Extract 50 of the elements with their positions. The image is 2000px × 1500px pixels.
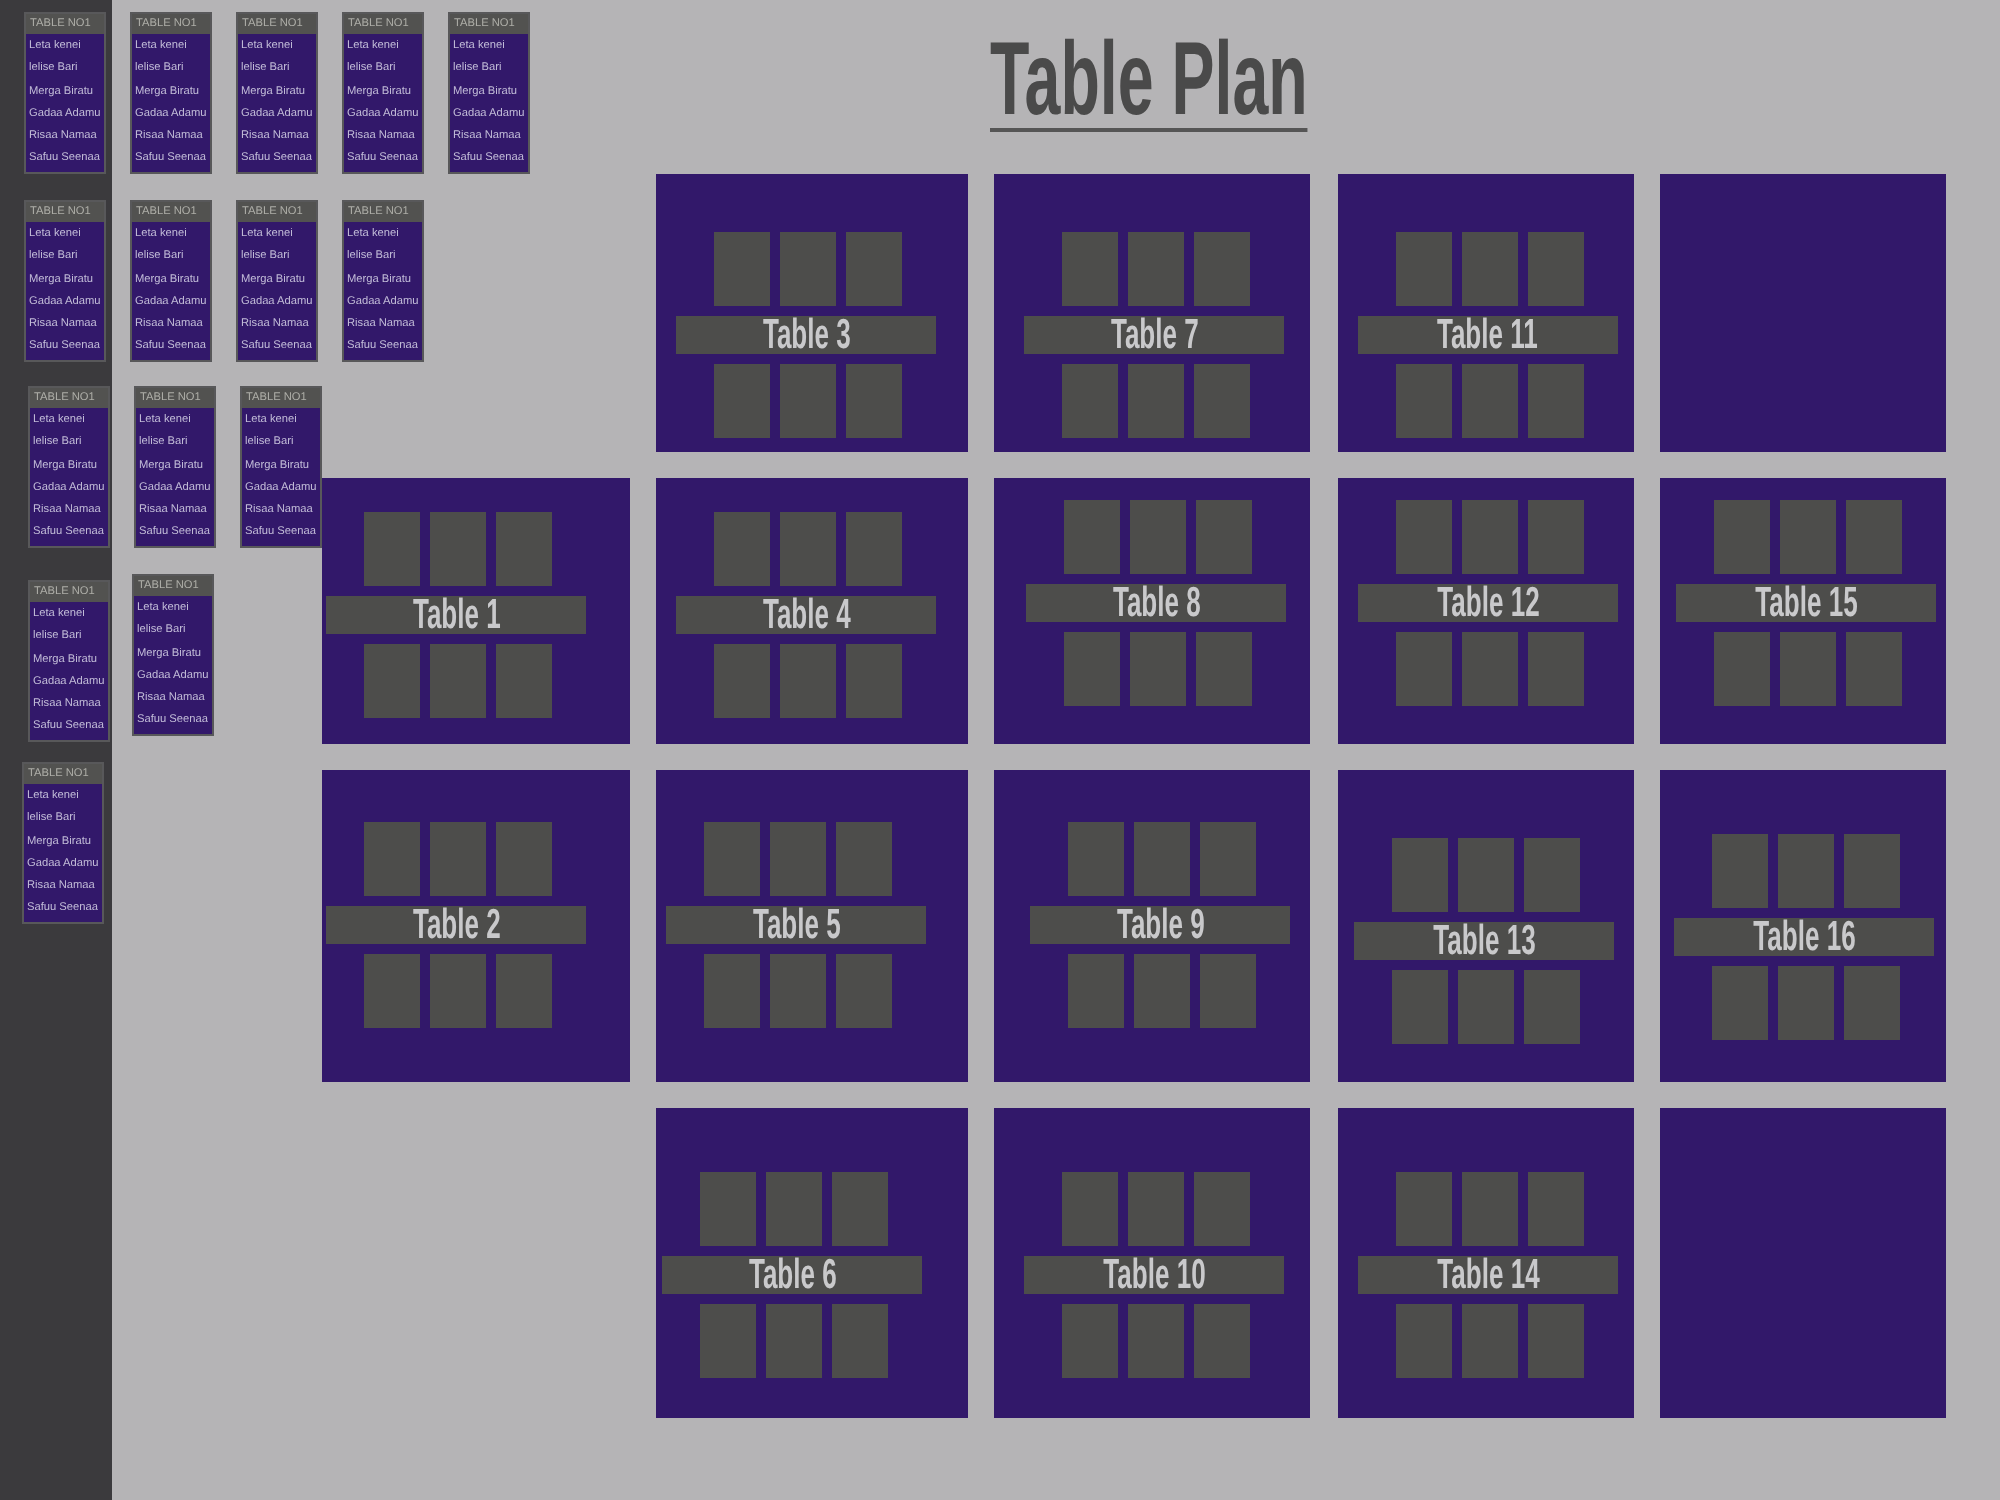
seating-card <box>22 762 104 924</box>
table-area <box>1338 770 1634 1082</box>
seating-card <box>236 12 318 174</box>
table-area <box>1660 478 1946 744</box>
table-area <box>994 478 1310 744</box>
title: Table Plan <box>990 32 1308 132</box>
table-area <box>1338 174 1634 452</box>
seating-card <box>28 386 110 548</box>
seating-card <box>236 200 318 362</box>
seating-card <box>134 386 216 548</box>
table-name: Table 3 <box>762 316 850 354</box>
seating-card <box>342 200 424 362</box>
table-area <box>656 770 968 1082</box>
table-area <box>1660 770 1946 1082</box>
seating-card <box>28 580 110 742</box>
table-name: Table 11 <box>1437 316 1539 354</box>
seating-card <box>240 386 322 548</box>
empty-area <box>1660 1108 1946 1418</box>
table-name: Table 12 <box>1436 584 1540 622</box>
table-name: Table 8 <box>1112 584 1200 622</box>
seating-card <box>130 200 212 362</box>
table-name: Table 10 <box>1102 1256 1206 1294</box>
table-name: Table 13 <box>1432 922 1536 960</box>
seating-card <box>24 200 106 362</box>
table-area <box>322 478 630 744</box>
table-area <box>1338 1108 1634 1418</box>
seating-card <box>130 12 212 174</box>
table-area <box>994 770 1310 1082</box>
seating-card <box>448 12 530 174</box>
seating-card <box>132 574 214 736</box>
table-name: Table 5 <box>752 906 840 944</box>
table-name: Table 6 <box>748 1256 836 1294</box>
table-name: Table 16 <box>1752 918 1856 956</box>
table-area <box>656 478 968 744</box>
seating-card <box>342 12 424 174</box>
table-name: Table 14 <box>1436 1256 1540 1294</box>
table-name: Table 1 <box>412 596 500 634</box>
table-area <box>1338 478 1634 744</box>
table-name: Table 7 <box>1110 316 1198 354</box>
empty-area <box>1660 174 1946 452</box>
table-area <box>994 174 1310 452</box>
table-name: Table 9 <box>1116 906 1204 944</box>
table-area <box>994 1108 1310 1418</box>
table-name: Table 4 <box>762 596 850 634</box>
table-area <box>656 174 968 452</box>
table-area <box>322 770 630 1082</box>
seating-card <box>24 12 106 174</box>
table-area <box>656 1108 968 1418</box>
table-name: Table 15 <box>1754 584 1858 622</box>
table-name: Table 2 <box>412 906 500 944</box>
